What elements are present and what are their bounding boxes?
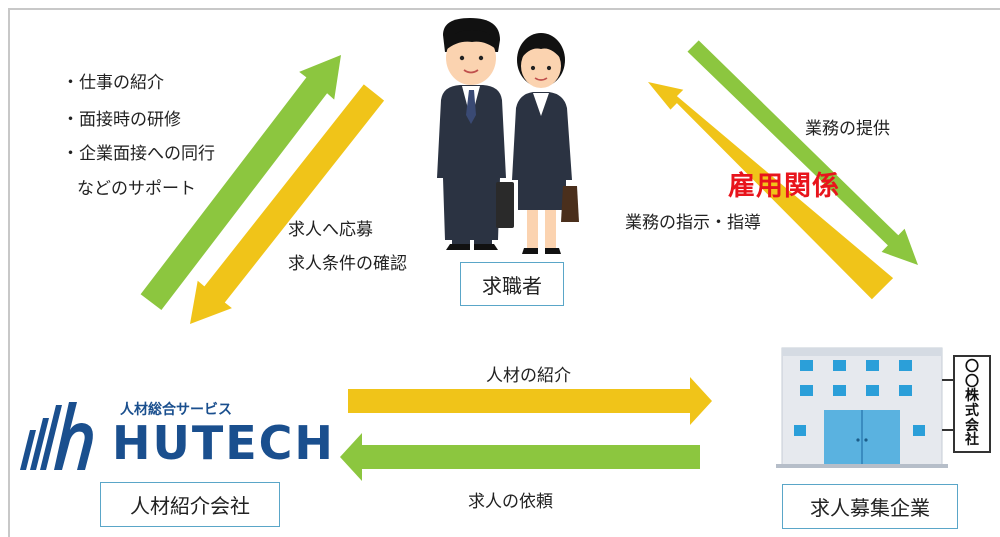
- arrow-agency-to-jobseeker: [140, 55, 341, 310]
- sign-char-3: 株: [965, 388, 979, 405]
- businessman-icon: [437, 18, 514, 250]
- company-sign: 〇 〇 株 式 会 社: [953, 355, 991, 453]
- logo-wordmark: HUTECH: [112, 416, 335, 470]
- support-item-4: などのサポート: [77, 179, 196, 199]
- introduce-personnel-label: 人材の紹介: [486, 366, 571, 386]
- support-item-2: ・面接時の研修: [62, 110, 181, 130]
- arrow-jobseeker-to-company: [687, 40, 918, 266]
- frame-border: [8, 8, 1000, 537]
- confirm-conditions-label: 求人条件の確認: [288, 254, 407, 274]
- sign-char-4: 式: [965, 403, 979, 419]
- company-box: 求人募集企業: [782, 484, 958, 529]
- arrow-company-to-jobseeker: [648, 82, 894, 300]
- sign-char-2: 〇: [965, 373, 979, 390]
- apply-label: 求人へ応募: [288, 220, 373, 240]
- support-item-1: ・仕事の紹介: [62, 73, 164, 93]
- hutech-logo-mark: [20, 402, 93, 470]
- support-item-3: ・企業面接への同行: [62, 144, 215, 164]
- instruction-guidance-label: 業務の指示・指導: [625, 213, 761, 233]
- sign-char-5: 会: [965, 417, 979, 434]
- agency-box: 人材紹介会社: [100, 482, 280, 527]
- arrow-jobseeker-to-agency: [190, 84, 385, 325]
- businesswoman-icon: [512, 33, 579, 254]
- sign-char-6: 社: [965, 432, 979, 449]
- provide-work-label: 業務の提供: [805, 119, 890, 139]
- jobseekers-illustration: [437, 18, 579, 254]
- sign-char-1: 〇: [965, 358, 979, 375]
- arrow-agency-to-company: [348, 377, 712, 425]
- company-building-icon: [776, 347, 953, 468]
- employment-relationship-label: 雇用関係: [728, 171, 840, 202]
- logo-subtitle: 人材総合サービス: [120, 402, 232, 418]
- arrow-company-to-agency: [340, 433, 700, 481]
- jobseeker-box: 求職者: [460, 262, 564, 306]
- job-request-label: 求人の依頼: [468, 492, 553, 512]
